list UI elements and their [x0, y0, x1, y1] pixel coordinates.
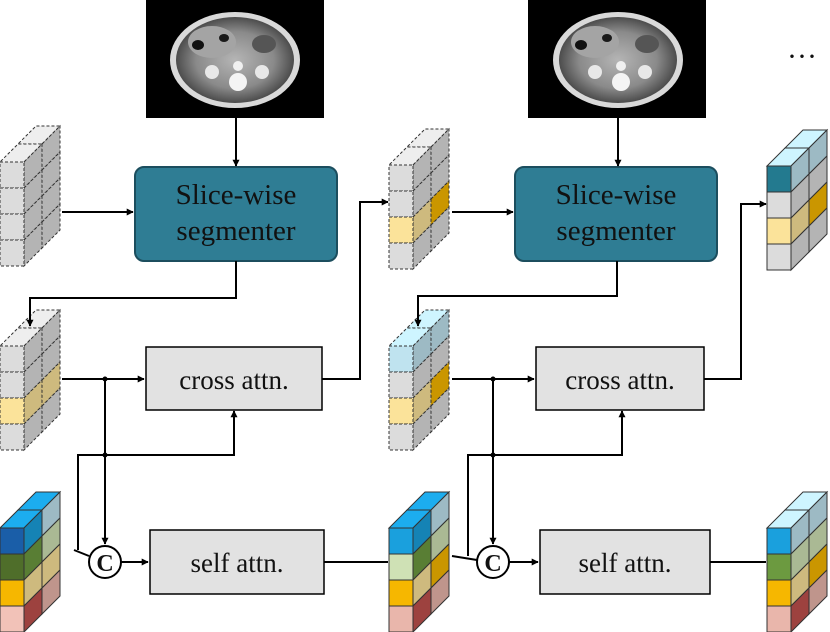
cross-attn-box-2	[535, 346, 705, 411]
arrow-memory-to-cross-attn-1	[77, 410, 238, 550]
self-attn-label-1: self attn.	[191, 548, 284, 578]
memory-volume-3	[765, 490, 829, 632]
self-attn-box-1	[149, 529, 325, 595]
ct-slice-image-1	[146, 0, 324, 118]
refined-volume-2	[765, 128, 829, 272]
input-volume-1	[0, 124, 62, 268]
memory-volume-1	[0, 490, 62, 632]
self-attn-label-2: self attn.	[579, 548, 672, 578]
continuation-ellipsis: ···	[787, 40, 817, 73]
arrow-cross-attn-2-to-output	[704, 200, 767, 380]
refined-volume-1	[387, 127, 451, 271]
segmenter-label-line2-1: segmenter	[176, 215, 296, 247]
segmenter-label-line2-2: segmenter	[556, 215, 676, 247]
prediction-volume-2	[387, 308, 451, 452]
memory-volume-2	[387, 490, 451, 632]
segmenter-label-line1-1: Slice-wise	[176, 179, 297, 211]
connectors	[26, 118, 767, 566]
cross-attn-label-1: cross attn.	[179, 365, 288, 395]
concat-symbol-1: C	[96, 551, 113, 577]
arrow-memory-to-cross-attn-2	[467, 410, 626, 556]
junction-dots	[102, 376, 496, 458]
concat-symbol-2: C	[484, 551, 501, 577]
cross-attn-label-2: cross attn.	[565, 365, 674, 395]
segmenter-label-line1-2: Slice-wise	[556, 179, 677, 211]
arrow-cross-attn-1-to-refined	[322, 198, 389, 380]
ct-slice-image-2	[528, 0, 706, 118]
arrow-segmenter-1-to-prediction	[26, 261, 237, 327]
cross-attn-box-1	[145, 346, 323, 411]
arrow-segmenter-2-to-prediction	[414, 261, 618, 327]
prediction-volume-1	[0, 308, 62, 452]
